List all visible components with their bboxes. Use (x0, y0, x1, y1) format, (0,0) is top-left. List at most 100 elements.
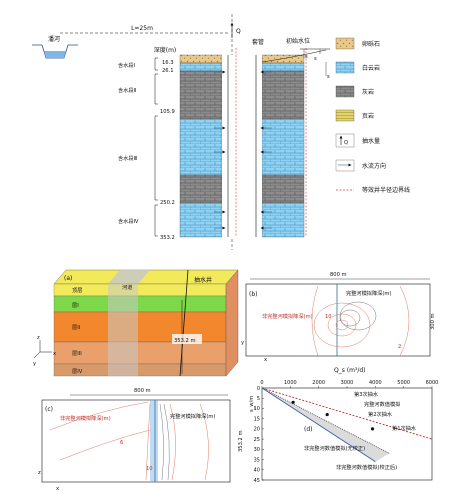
well-bore (222, 55, 262, 237)
init-water-label: 初始水位 (286, 37, 310, 45)
panel-b-axis-y: y (241, 340, 244, 346)
chart-xlabel: Q_s (m³/d) (334, 367, 366, 374)
panel-c: 800 m (c) 353.2 m 非完整河模拟降深(m) 完整河模拟降深(m)… (38, 388, 244, 492)
panel-a: (a) 河道 抽水井 顶层 层I 层II 层III 层IV 353.2 m z … (33, 269, 239, 377)
casing-label: 套管 (252, 38, 264, 46)
panel-a-river: 河道 (122, 283, 132, 291)
gravel-icon (335, 37, 355, 50)
depth-header: 深度(m) (154, 46, 177, 54)
legend-limestone: 灰岩 (362, 88, 374, 96)
chart-ylabel: s_w/m (249, 396, 255, 412)
y-tick-label: 10 (254, 406, 260, 412)
x-tick-label: 2000 (312, 380, 325, 386)
depth-16-3: 16.3 (162, 60, 174, 66)
well-section: 潘河 L=25m Q 套管 初始水位 深度(m) (32, 14, 410, 250)
chart-ann-2: 第2次抽水 (368, 410, 393, 418)
y-tick-label: 30 (254, 447, 260, 453)
depth-26-1: 26.1 (162, 68, 174, 74)
legend-dolomite: 白云岩 (362, 64, 380, 72)
y-tick-label: 0 (257, 386, 260, 392)
panel-b-frame (245, 283, 431, 357)
panel-b: 800 m (b) 300 m 完整河模拟降深(m) 非完整河模拟降深(m) 1… (241, 272, 436, 363)
flow-arrows (214, 70, 272, 230)
legend-q: Q (344, 140, 348, 146)
depth-353-2: 353.2 (160, 235, 175, 241)
y-tick-label: 45 (254, 478, 260, 484)
x-tick-label: 6000 (426, 380, 439, 386)
chart-tag: (d) (304, 426, 313, 433)
panel-c-axis-x: x (56, 486, 59, 492)
legend-shale: 页岩 (362, 112, 374, 120)
aquifer-2: 含水段Ⅱ (118, 86, 137, 94)
aquifer-4: 含水段Ⅳ (118, 217, 139, 225)
y-tick-label: 40 (254, 468, 260, 474)
s2-label: s (314, 56, 317, 62)
s1-label: s (327, 74, 330, 80)
river-strip (108, 284, 138, 376)
right-column (261, 54, 305, 238)
panel-c-axis-z: z (38, 470, 41, 476)
panel-b-label-partial: 非完整河模拟降深(m) (262, 312, 313, 320)
panel-b-tag: (b) (249, 291, 258, 298)
y-tick-label: 5 (257, 396, 260, 402)
panel-c-contour-6: 6 (120, 440, 123, 446)
panel-a-axis-y: y (33, 361, 36, 367)
panel-a-layer-1: 层I (72, 302, 79, 309)
limestone-icon (335, 85, 355, 98)
panel-c-label-partial: 非完整河模拟降深(m) (60, 414, 111, 422)
layer-1 (53, 295, 227, 313)
panel-b-contour-2: 2 (398, 344, 401, 350)
series-line-3 (261, 387, 376, 462)
panel-a-tag: (a) (64, 275, 72, 282)
q-label: Q (236, 28, 241, 35)
shale-icon (335, 109, 355, 122)
chart-ann-3: 第3次抽水 (354, 390, 379, 398)
panel-c-frame (41, 399, 231, 483)
river-label: 潘河 (48, 35, 60, 43)
aquifer-3: 含水段Ⅲ (118, 154, 138, 162)
panel-a-layer-top: 顶层 (72, 287, 82, 294)
panel-b-width: 800 m (330, 272, 347, 278)
panel-c-tag: (c) (45, 406, 53, 413)
aquifer-1: 含水段Ⅰ (118, 61, 136, 69)
depth-250-2: 250.2 (160, 200, 175, 206)
panel-c-width: 800 m (134, 388, 151, 394)
pumping-point-3 (370, 427, 375, 431)
panel-a-well: 抽水井 (194, 276, 212, 284)
legend-pumping: 抽水量 (362, 137, 380, 145)
distance-label: L=25m (131, 25, 153, 32)
river-water (44, 51, 66, 58)
panel-a-axis-x: x (53, 351, 56, 357)
y-tick-label: 15 (254, 416, 260, 422)
uncertainty-band (262, 388, 390, 462)
series-line-1 (261, 387, 433, 440)
x-tick-label: 5000 (397, 380, 410, 386)
dolomite-icon (335, 61, 355, 74)
legend-gravel: 卵砾石 (362, 40, 380, 48)
pumping-arrow-icon: Q (335, 133, 355, 148)
panel-c-depth: 353.2 m (238, 430, 244, 452)
left-column (179, 54, 223, 238)
panel-a-layer-2: 层II (72, 324, 81, 331)
panel-b-height: 300 m (430, 313, 436, 330)
panel-a-depth: 353.2 m (174, 338, 196, 344)
y-tick-label: 20 (254, 427, 260, 433)
panel-a-layer-3: 层III (72, 350, 82, 357)
pumping-point-1 (291, 400, 295, 404)
panel-b-axis-x: x (264, 357, 267, 363)
x-tick-label: 3000 (341, 380, 354, 386)
chart-ann-uncorrected: 非完整河数值模拟(无校正) (304, 444, 365, 452)
x-tick-label: 4000 (369, 380, 382, 386)
chart-ann-full: 完整河数值模拟 (364, 400, 401, 408)
x-tick-label: 0 (260, 380, 263, 386)
panel-b-contour-10: 10 (325, 314, 332, 320)
y-tick-label: 25 (254, 437, 260, 443)
legend-flow: 水流方向 (362, 162, 386, 170)
panel-a-axis-z: z (37, 335, 40, 341)
panel-b-label-full: 完整河模拟降深(m) (346, 289, 391, 297)
depth-105-9: 105.9 (160, 109, 175, 115)
legend-boundary: 等效井半径边界线 (362, 186, 410, 194)
panel-a-layer-4: 层IV (72, 368, 83, 375)
